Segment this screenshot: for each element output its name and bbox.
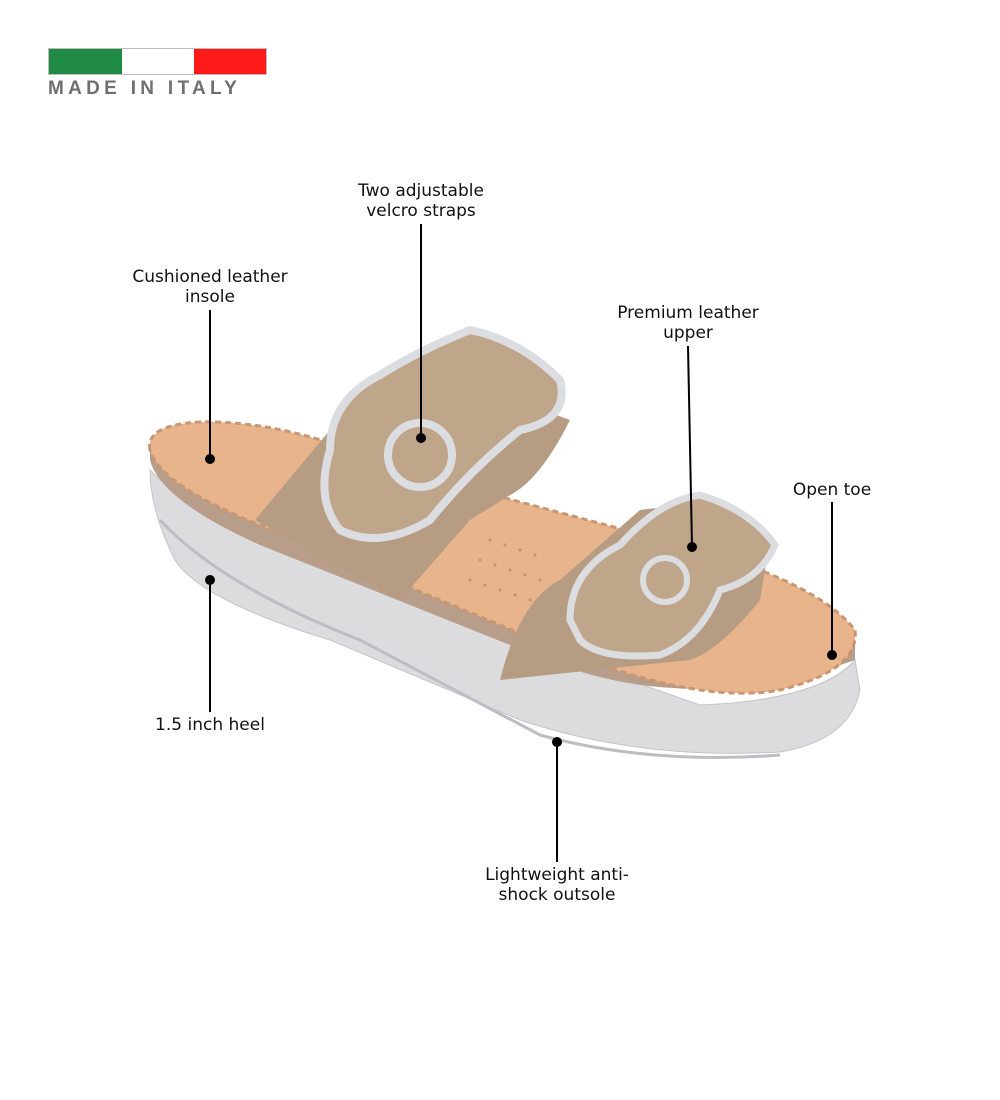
- callout-line: 1.5 inch heel: [155, 715, 265, 735]
- callout-line: Premium leather: [617, 303, 759, 323]
- callout-open-toe: Open toe: [793, 480, 871, 500]
- italian-flag: [48, 48, 267, 75]
- callout-line: Open toe: [792, 480, 872, 500]
- callout-line: velcro straps: [366, 201, 476, 221]
- callout-line: upper: [663, 323, 713, 343]
- callout-line: shock outsole: [498, 885, 616, 905]
- callout-line: Two adjustable: [358, 181, 484, 201]
- callout-line: Lightweight anti-: [485, 865, 629, 885]
- callout-heel: 1.5 inch heel: [155, 715, 265, 735]
- callout-line: insole: [185, 287, 235, 307]
- callout-line: Cushioned leather: [132, 267, 288, 287]
- callout-outsole: Lightweight anti-shock outsole: [485, 865, 629, 905]
- made-in-italy-text: MADE IN ITALY: [48, 78, 242, 99]
